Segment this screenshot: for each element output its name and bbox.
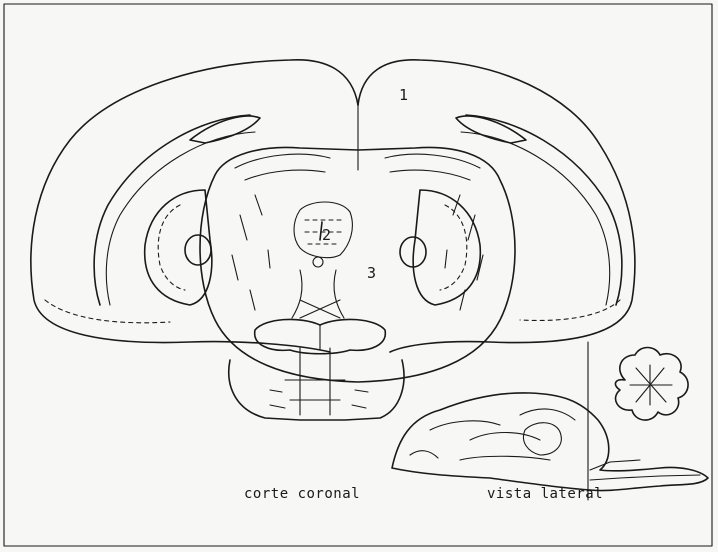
left-fiber-2 <box>245 170 325 180</box>
left-ventricle <box>185 235 211 265</box>
cerebellum-folia <box>615 348 688 421</box>
lateral-structures <box>410 409 575 460</box>
right-fiber-2 <box>390 170 470 180</box>
left-fiber-1 <box>235 154 330 168</box>
midline-structures <box>292 270 344 318</box>
right-white-matter-inner <box>461 132 610 305</box>
caption-coronal: corte coronal <box>244 487 360 501</box>
left-cortex-outline <box>31 60 358 352</box>
right-strokes <box>445 195 483 310</box>
thalamus-body <box>200 147 515 382</box>
left-hippocampus-inner <box>158 205 185 290</box>
figure-frame <box>4 4 712 546</box>
left-callosum-tip <box>190 116 260 143</box>
medulla-side-strokes <box>270 390 368 408</box>
right-fiber-1 <box>385 154 480 168</box>
caption-lateral: vista lateral <box>487 487 603 501</box>
right-hippocampus-inner <box>440 205 467 290</box>
left-strokes <box>232 195 270 310</box>
right-cortex-layer <box>520 300 620 320</box>
region-label-2: 2 <box>322 228 331 243</box>
left-cortex-layer <box>45 300 170 323</box>
right-callosum-tip <box>456 116 526 143</box>
medulla <box>229 360 404 420</box>
region-label-3: 3 <box>367 266 376 281</box>
cerebellum-inner <box>630 365 672 405</box>
central-small-circle <box>313 257 323 267</box>
region-label-1: 1 <box>399 88 408 103</box>
lateral-hippocampus <box>523 423 561 455</box>
